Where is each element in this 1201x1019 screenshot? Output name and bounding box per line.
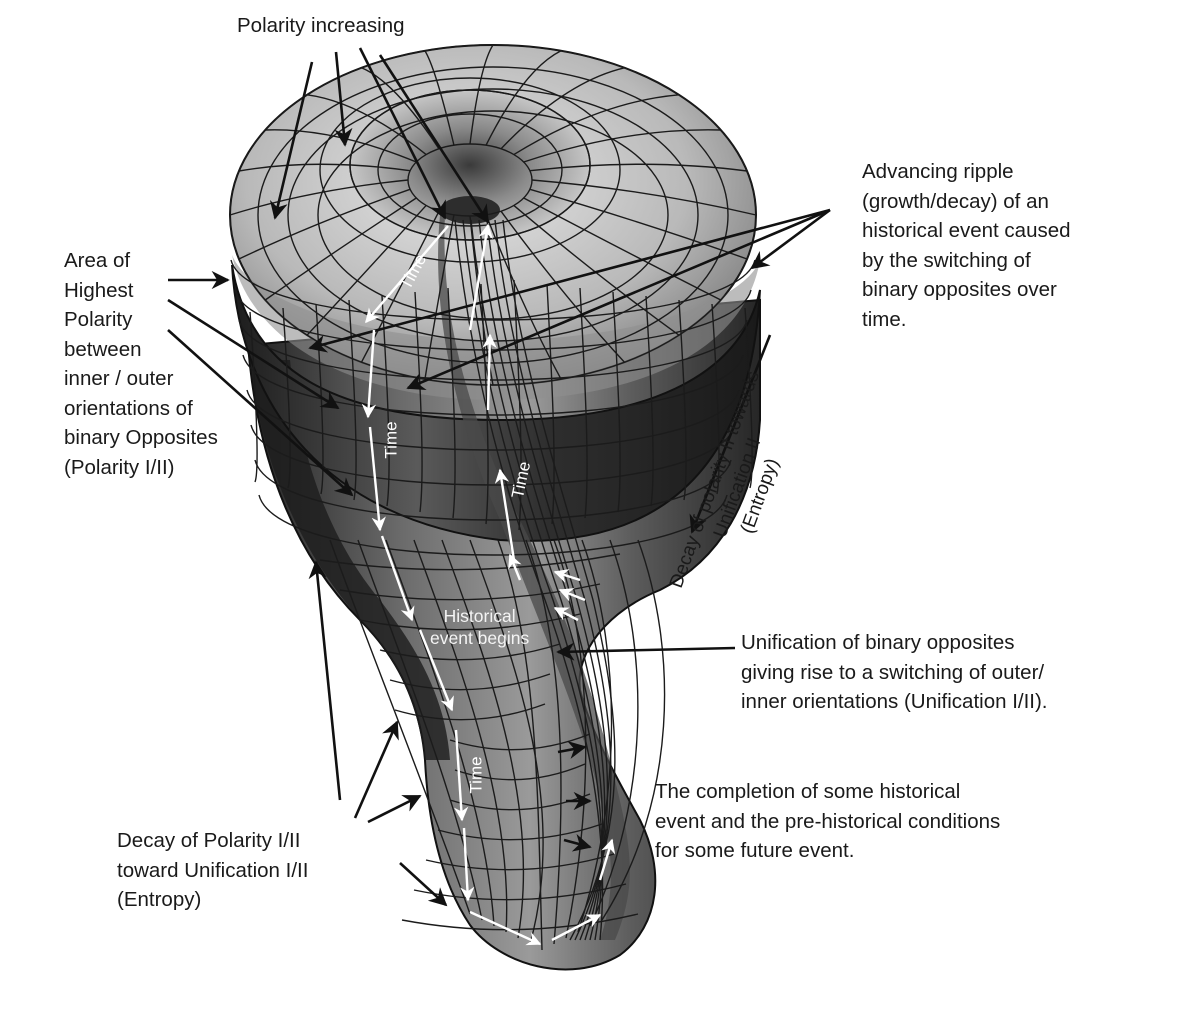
time-label-left: Time	[382, 421, 402, 458]
area-highest-polarity-label: Area of Highest Polarity between inner /…	[64, 246, 218, 482]
arrow-right-icon	[368, 796, 420, 822]
historical-event-begins-label: Historical event begins	[430, 605, 529, 649]
arrow-right-icon	[316, 562, 340, 800]
arrow-right-icon	[355, 722, 397, 818]
decay-polarity-i-ii-label: Decay of Polarity I/II toward Unificatio…	[117, 826, 308, 915]
polarity-increasing-label: Polarity increasing	[237, 11, 405, 41]
advancing-ripple-label: Advancing ripple (growth/decay) of an hi…	[862, 157, 1071, 334]
time-label-bottom: Time	[467, 756, 487, 793]
unification-binary-label: Unification of binary opposites giving r…	[741, 628, 1048, 717]
completion-event-label: The completion of some historical event …	[655, 777, 1000, 866]
arrow-right-icon	[400, 863, 446, 905]
